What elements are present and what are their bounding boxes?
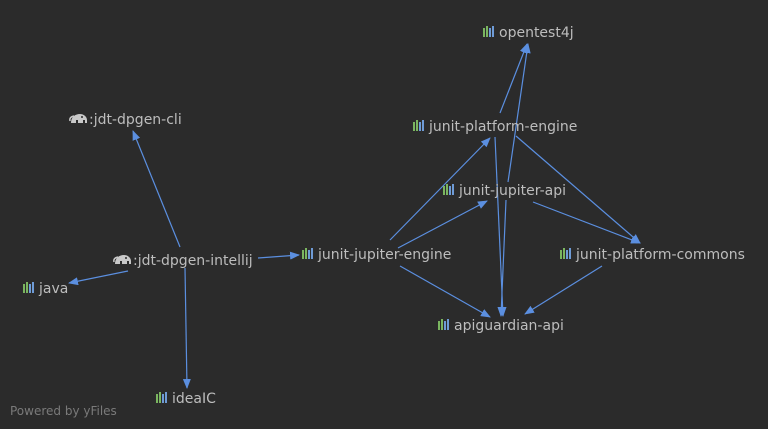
library-icon bbox=[302, 248, 313, 259]
node-jdt-dpgen-cli[interactable]: :jdt-dpgen-cli bbox=[69, 112, 182, 128]
node-label: ideaIC bbox=[172, 391, 216, 407]
edges-layer bbox=[68, 43, 641, 389]
node-label: junit-platform-engine bbox=[428, 119, 577, 135]
edge-jdt-dpgen-intellij-to-ideaIC bbox=[182, 267, 191, 389]
node-apiguardian-api[interactable]: apiguardian-api bbox=[438, 318, 564, 334]
node-junit-jupiter-api[interactable]: junit-jupiter-api bbox=[443, 183, 566, 199]
node-label: junit-jupiter-engine bbox=[317, 247, 451, 263]
library-icon bbox=[413, 120, 424, 131]
edge-junit-jupiter-api-to-apiguardian-api bbox=[497, 199, 507, 317]
library-icon bbox=[23, 282, 34, 293]
edge-junit-platform-commons-to-apiguardian-api bbox=[524, 265, 603, 315]
node-label: opentest4j bbox=[499, 25, 574, 41]
edge-jdt-dpgen-intellij-to-jdt-dpgen-cli bbox=[132, 130, 181, 248]
node-jdt-dpgen-intellij[interactable]: :jdt-dpgen-intellij bbox=[113, 253, 253, 269]
edge-jdt-dpgen-intellij-to-java bbox=[68, 270, 129, 286]
edge-junit-platform-engine-to-apiguardian-api bbox=[494, 136, 507, 317]
edge-junit-platform-engine-to-opentest4j bbox=[499, 43, 528, 114]
node-label: :jdt-dpgen-cli bbox=[89, 112, 182, 128]
node-junit-platform-commons[interactable]: junit-platform-commons bbox=[560, 247, 745, 263]
node-label: apiguardian-api bbox=[454, 318, 564, 334]
library-icon bbox=[483, 26, 494, 37]
gradle-elephant-icon bbox=[69, 114, 87, 123]
node-label: junit-jupiter-api bbox=[458, 183, 566, 199]
edge-junit-jupiter-engine-to-apiguardian-api bbox=[399, 265, 491, 318]
library-icon bbox=[560, 248, 571, 259]
edge-junit-jupiter-engine-to-junit-jupiter-api bbox=[397, 200, 488, 249]
node-opentest4j[interactable]: opentest4j bbox=[483, 25, 574, 41]
library-icon bbox=[438, 319, 449, 330]
powered-by-footer: Powered by yFiles bbox=[10, 404, 117, 418]
edge-junit-jupiter-api-to-opentest4j bbox=[507, 43, 531, 183]
nodes-layer: :jdt-dpgen-cli :jdt-dpgen-intellij java ide… bbox=[23, 25, 745, 407]
node-label: java bbox=[38, 281, 68, 297]
node-java[interactable]: java bbox=[23, 281, 68, 297]
library-icon bbox=[443, 184, 454, 195]
edge-junit-jupiter-api-to-junit-platform-commons bbox=[532, 201, 641, 244]
node-label: junit-platform-commons bbox=[575, 247, 745, 263]
edge-junit-platform-engine-to-junit-platform-commons bbox=[515, 135, 641, 244]
library-icon bbox=[156, 392, 167, 403]
node-label: :jdt-dpgen-intellij bbox=[133, 253, 253, 269]
node-junit-jupiter-engine[interactable]: junit-jupiter-engine bbox=[302, 247, 451, 263]
node-junit-platform-engine[interactable]: junit-platform-engine bbox=[413, 119, 577, 135]
node-ideaIC[interactable]: ideaIC bbox=[156, 391, 216, 407]
gradle-elephant-icon bbox=[113, 255, 131, 264]
edge-junit-jupiter-engine-to-junit-platform-engine bbox=[389, 137, 491, 241]
edge-jdt-dpgen-intellij-to-junit-jupiter-engine bbox=[257, 251, 300, 260]
